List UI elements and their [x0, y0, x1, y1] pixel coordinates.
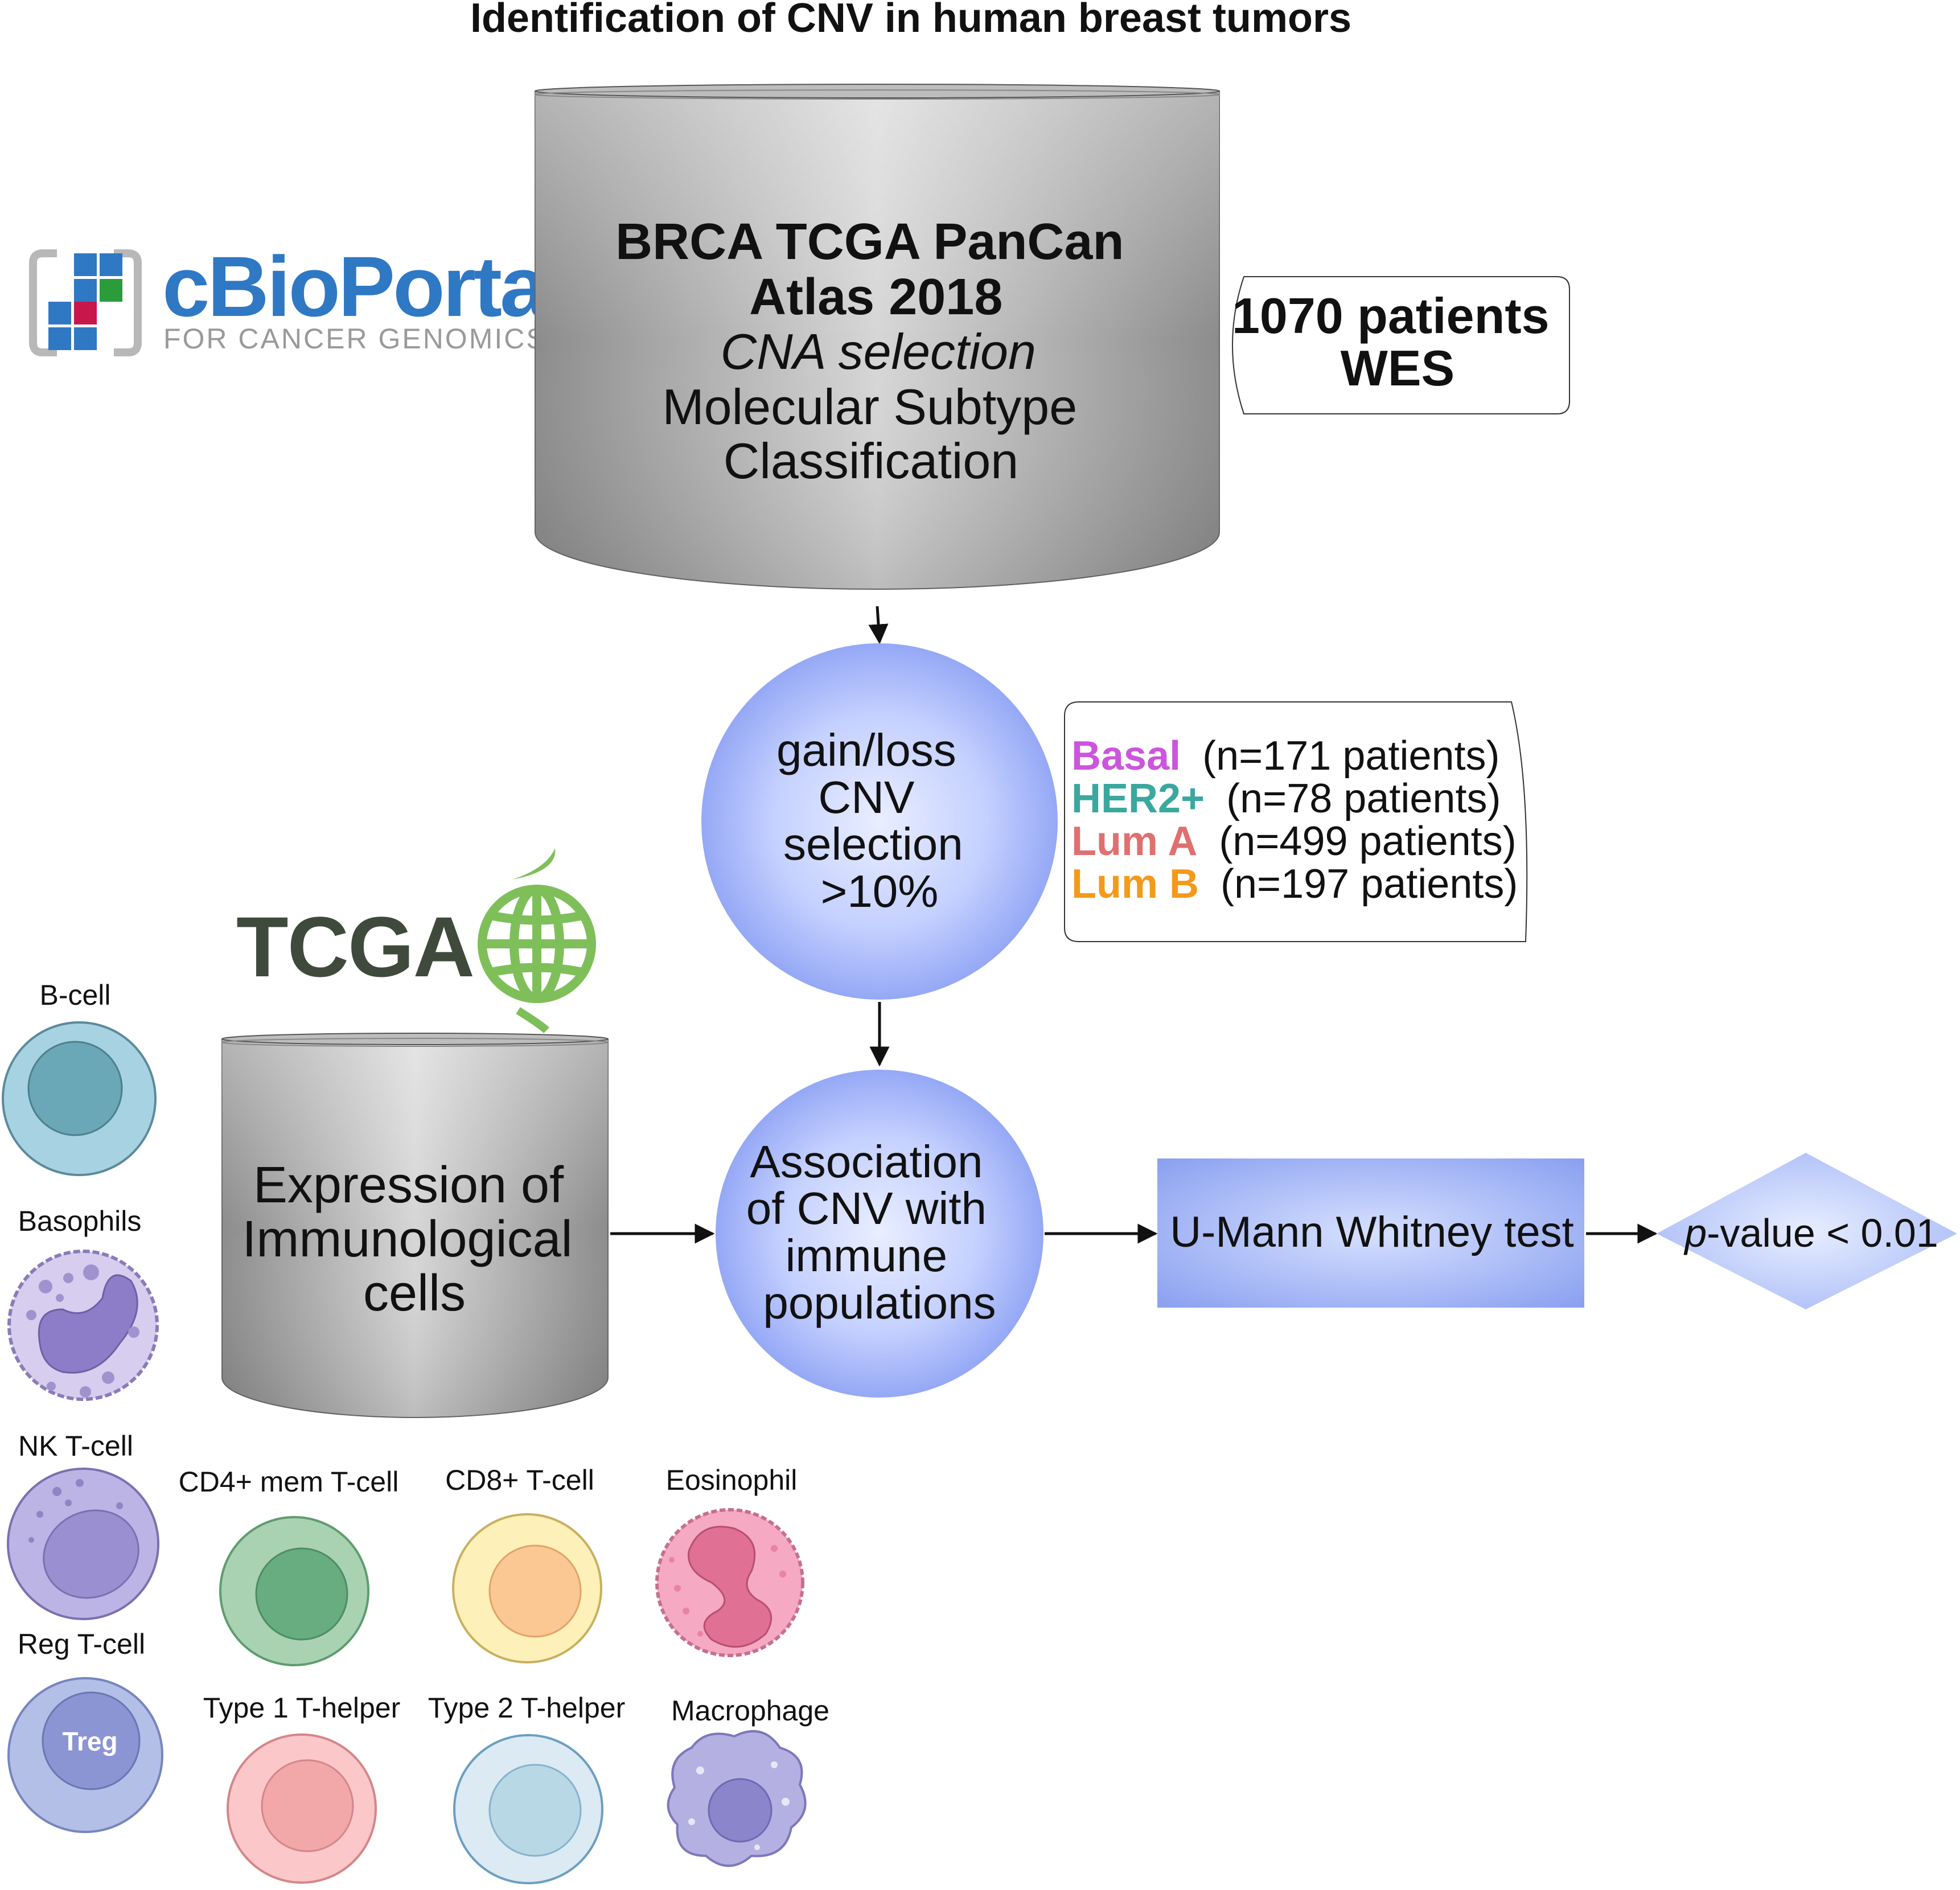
b-cell-icon — [2, 1021, 157, 1176]
tcga-logo: TCGA — [236, 848, 596, 1034]
cbioportal-name: cBioPortal — [162, 239, 566, 334]
db-main-line1: BRCA TCGA PanCan — [615, 213, 1124, 270]
label-reg-t-cell: Reg T-cell — [18, 1628, 145, 1660]
svg-text:Association of CNV with: Association of CNV with immune populatio… — [746, 1136, 1000, 1328]
pvalue-rest: -value < 0.01 — [1707, 1211, 1938, 1255]
test-label: U-Mann Whitney test — [1170, 1208, 1574, 1256]
db-main-line4: Molecular Subtype — [662, 379, 1077, 435]
db-immune-line2: Immunological — [242, 1211, 572, 1268]
pvalue-p: p — [1683, 1211, 1707, 1255]
label-basophils: Basophils — [18, 1205, 142, 1237]
patients-box: 1070 patients WES — [1232, 276, 1570, 414]
pvalue-diamond: p-value < 0.01 — [1657, 1153, 1957, 1309]
label-th2: Type 2 T-helper — [428, 1692, 626, 1724]
label-macrophage: Macrophage — [671, 1695, 829, 1727]
subtype-basal: Basal (n=171 patients) — [1071, 733, 1511, 779]
subtype-luma-name: Lum A — [1071, 819, 1197, 864]
cnv-line4: >10% — [821, 866, 939, 917]
svg-text:gain/loss CNV sele: gain/loss CNV selection >10% — [776, 725, 976, 917]
label-cd4: CD4+ mem T-cell — [179, 1466, 399, 1498]
svg-text:Expression of Immunologi: Expression of Immunological cells — [242, 1157, 586, 1322]
label-th1: Type 1 T-helper — [203, 1692, 401, 1724]
macrophage-icon — [667, 1730, 807, 1867]
nk-t-cell-icon — [7, 1468, 159, 1620]
label-nk-t-cell: NK T-cell — [18, 1430, 133, 1462]
th2-cell-icon — [453, 1734, 603, 1884]
label-cd8: CD8+ T-cell — [445, 1464, 594, 1496]
subtype-basal-count: (n=171 patients) — [1202, 733, 1499, 779]
patients-method: WES — [1341, 340, 1454, 396]
svg-text:1070 patients WES: 1070 patients WES — [1232, 287, 1563, 396]
th1-cell-icon — [227, 1733, 377, 1884]
cd8-t-cell-icon — [452, 1513, 602, 1663]
treg-label: Treg — [62, 1727, 117, 1756]
cell-legend: B-cell Basophils NK T-cell — [2, 979, 829, 1884]
subtype-lumb: Lum B (n=197 patients) — [1071, 861, 1518, 907]
assoc-line1: Association — [750, 1136, 983, 1187]
globe-icon — [478, 848, 596, 1034]
subtype-basal-name: Basal — [1071, 733, 1181, 779]
subtype-her2-count: (n=78 patients) — [1226, 776, 1501, 821]
db-immune-line1: Expression of — [253, 1157, 564, 1214]
patients-count: 1070 patients — [1232, 287, 1550, 344]
association-circle: Association of CNV with immune populatio… — [716, 1070, 1043, 1398]
subtype-her2: HER2+ (n=78 patients) — [1071, 776, 1512, 821]
label-b-cell: B-cell — [39, 979, 110, 1011]
cbioportal-logo-icon — [29, 249, 142, 356]
subtype-lumb-name: Lum B — [1071, 861, 1199, 907]
database-cylinder-immune: Expression of Immunological cells — [221, 1033, 609, 1418]
subtype-luma: Lum A (n=499 patients) — [1071, 819, 1528, 864]
assoc-line3: immune — [786, 1230, 948, 1281]
cbioportal-logo: cBioPortal FOR CANCER GENOMICS — [29, 239, 569, 356]
svg-text:BRCA TCGA PanCan Atlas 2: BRCA TCGA PanCan Atlas 2018 CNA selectio… — [615, 213, 1127, 489]
eosinophil-icon — [655, 1508, 804, 1657]
cd4-t-cell-icon — [219, 1516, 369, 1666]
diagram-title: Identification of CNV in human breast tu… — [470, 0, 1351, 41]
db-main-line3: CNA selection — [721, 323, 1036, 380]
assoc-line2: of CNV with — [746, 1183, 987, 1234]
database-cylinder-main: BRCA TCGA PanCan Atlas 2018 CNA selectio… — [535, 84, 1220, 590]
assoc-line4: populations — [763, 1277, 996, 1328]
basophil-icon — [7, 1250, 159, 1401]
cbioportal-tagline: FOR CANCER GENOMICS — [163, 323, 547, 355]
cnv-line1: gain/loss — [776, 725, 956, 775]
db-immune-line3: cells — [363, 1265, 466, 1322]
db-main-line5: Classification — [724, 433, 1018, 489]
cnv-line3: selection — [783, 819, 963, 869]
test-box: U-Mann Whitney test — [1157, 1158, 1584, 1308]
subtype-luma-count: (n=499 patients) — [1219, 819, 1516, 864]
label-eosinophil: Eosinophil — [666, 1464, 798, 1496]
db-main-line2: Atlas 2018 — [749, 269, 1002, 326]
tcga-name: TCGA — [236, 899, 474, 995]
arrow-db-to-cnv — [868, 606, 889, 644]
svg-text:p-value < 0.01: p-value < 0.01 — [1683, 1211, 1938, 1255]
reg-t-cell-icon: Treg — [7, 1677, 163, 1833]
cnv-line2: CNV — [818, 772, 915, 823]
cnv-selection-circle: gain/loss CNV selection >10% — [701, 643, 1058, 1000]
subtypes-box: Basal (n=171 patients) HER2+ (n=78 patie… — [1064, 701, 1528, 942]
subtype-lumb-count: (n=197 patients) — [1221, 861, 1518, 907]
svg-text:Basal (n=171 patients): Basal (n=171 patients) HER2+ (n=78 patie… — [1071, 733, 1528, 907]
subtype-her2-name: HER2+ — [1071, 776, 1205, 821]
